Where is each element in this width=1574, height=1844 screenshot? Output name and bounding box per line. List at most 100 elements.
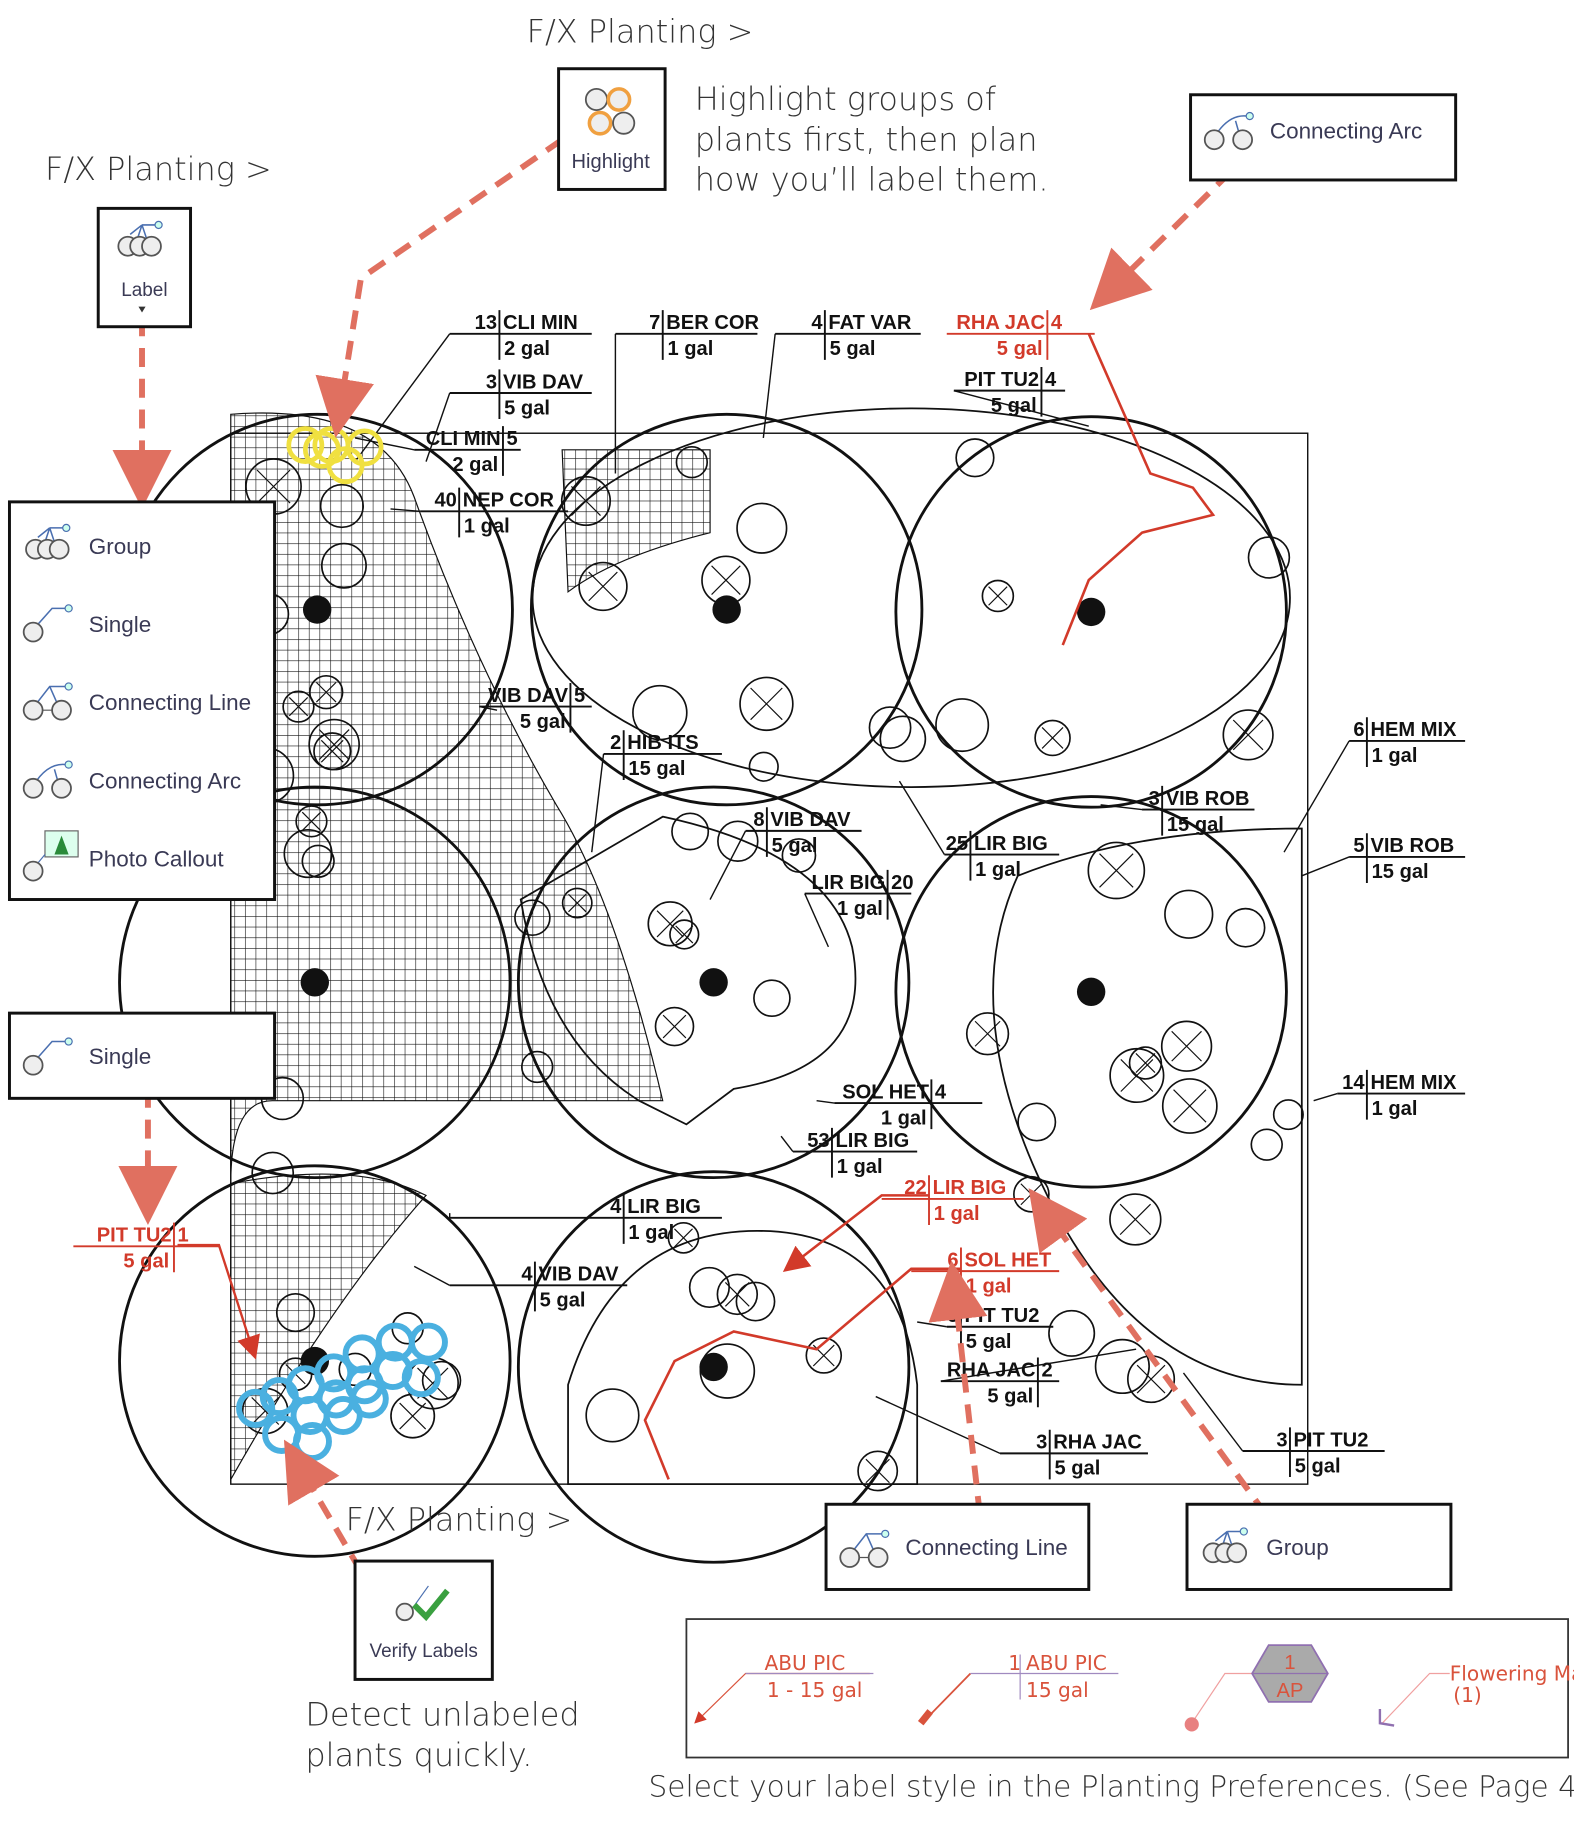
label-style-2[interactable]: 1 ABU PIC 15 gal — [917, 1651, 1119, 1726]
highlight-button[interactable]: Highlight — [557, 67, 667, 191]
group-button[interactable]: Group — [1185, 1502, 1453, 1591]
label-underline — [479, 682, 592, 733]
label-size: 1 gal — [837, 898, 883, 920]
label-style-3[interactable]: 1 AP — [1184, 1644, 1329, 1732]
label-size: 1 gal — [966, 1275, 1012, 1297]
highlight-caption: plants first, then plan — [695, 120, 1038, 158]
planting-bed — [567, 1229, 919, 1486]
label-size: 1 gal — [934, 1203, 980, 1225]
label-right: FAT VAR — [828, 312, 912, 334]
menu-item-photo-callout[interactable]: Photo Callout — [22, 830, 225, 882]
connecting-arc-button[interactable]: Connecting Arc — [1189, 93, 1458, 182]
highlighted-plant — [408, 1322, 448, 1362]
label-style-1[interactable]: ABU PIC 1 - 15 gal — [694, 1651, 874, 1724]
plant-label[interactable]: 6 SOL HET 1 gal — [911, 1247, 1060, 1297]
connecting-line-button[interactable]: Connecting Line — [824, 1502, 1091, 1591]
label-leader — [875, 1395, 1001, 1455]
label-button[interactable]: Label — [96, 206, 193, 329]
label-style-4[interactable]: Flowering Maple (1) — [1378, 1662, 1574, 1727]
menu-item-connecting-line[interactable]: Connecting Line — [22, 682, 251, 721]
shrub-symbol — [739, 676, 794, 732]
label-right: RHA JAC — [1053, 1432, 1142, 1454]
single-button[interactable]: Single — [7, 1011, 277, 1100]
verify-labels-button[interactable]: Verify Labels — [353, 1559, 494, 1681]
shrub-mark — [570, 486, 601, 516]
label-right: 4 — [1045, 369, 1057, 391]
label-underline — [449, 310, 592, 360]
shrub-symbol — [1017, 1102, 1057, 1142]
shrub-mark — [1119, 1203, 1151, 1236]
label-left: VIB DAV — [488, 685, 569, 707]
label-size: 5 gal — [997, 338, 1043, 360]
svg-text:Highlight: Highlight — [572, 151, 651, 173]
shrub-symbol — [1048, 1309, 1096, 1357]
dropdown-arrow-icon — [138, 306, 146, 313]
highlighted-plant — [259, 1377, 299, 1417]
shrub-mark — [988, 586, 1008, 606]
label-underline — [940, 1357, 1060, 1408]
menu-item-connecting-arc[interactable]: Connecting Arc — [22, 760, 241, 799]
dashed-arrow — [928, 1260, 988, 1516]
tree-trunk — [300, 968, 330, 997]
svg-text:Connecting Line: Connecting Line — [905, 1535, 1067, 1560]
shrub-symbol — [1250, 1128, 1283, 1161]
label-leader — [917, 1321, 947, 1328]
shrub-mark — [318, 729, 350, 760]
label-size: 1 gal — [628, 1222, 674, 1244]
shrub-symbol — [421, 1360, 462, 1401]
label-left: 13 — [475, 312, 497, 334]
shrub-mark — [1135, 1053, 1156, 1073]
label-leader — [780, 1135, 794, 1153]
label-right: BER COR — [666, 312, 759, 334]
label-size: 1 gal — [975, 859, 1021, 881]
label-underline — [1242, 1427, 1385, 1478]
shrub-mark — [1120, 1059, 1154, 1092]
shrub-symbol — [857, 1450, 899, 1492]
shrub-symbol — [295, 805, 328, 838]
highlighted-plant — [375, 1322, 415, 1362]
label-right: LIR BIG — [627, 1196, 701, 1218]
shrub-symbol — [753, 979, 791, 1018]
shrub-symbol — [585, 1388, 640, 1443]
label-left: PIT TU2 — [964, 369, 1039, 391]
label-size: 5 gal — [123, 1251, 169, 1273]
tree-trunk — [699, 1352, 728, 1382]
label-right: LIR BIG — [933, 1177, 1007, 1199]
label-size: 2 gal — [452, 454, 498, 476]
shrub-symbol — [301, 844, 335, 878]
label-left: 6 — [947, 1249, 958, 1271]
menu-item-single[interactable]: Single — [22, 603, 152, 643]
label-size: 15 gal — [628, 758, 685, 780]
dashed-arrow — [1089, 169, 1233, 311]
menu-item-group[interactable]: Group — [25, 523, 151, 560]
label-right: SOL HET — [965, 1249, 1052, 1271]
label-right: VIB DAV — [770, 809, 851, 831]
highlight-caption: how you’ll label them. — [695, 161, 1049, 199]
